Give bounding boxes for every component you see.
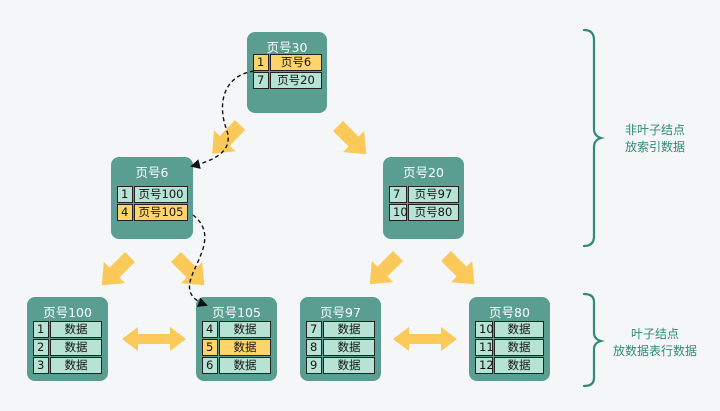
row-key: 11	[475, 339, 494, 356]
node-title: 页号105	[212, 305, 261, 320]
tree-arrow-page6-left	[101, 252, 135, 286]
row-key: 10	[389, 204, 408, 221]
row-value: 数据	[494, 339, 544, 356]
row-value: 页号97	[408, 186, 459, 203]
leaf-link-right	[393, 327, 457, 351]
row-key: 3	[33, 357, 49, 374]
row-value: 页号100	[134, 186, 188, 203]
row-value: 数据	[50, 321, 102, 338]
row-value: 数据	[219, 339, 271, 356]
node-title: 页号97	[320, 305, 361, 320]
row-key: 9	[306, 357, 322, 374]
tree-arrow-root-right	[333, 121, 367, 155]
node-title: 页号20	[403, 165, 444, 180]
label-leaf: 叶子结点 放数据表行数据	[600, 326, 710, 360]
row-value: 数据	[219, 357, 271, 374]
row-key: 1	[33, 321, 49, 338]
row-key: 4	[117, 204, 133, 221]
search-path-root	[190, 70, 255, 169]
tree-arrow-page6-right	[171, 252, 205, 286]
row-key: 7	[253, 72, 269, 89]
node-title: 页号6	[135, 165, 169, 180]
row-key: 1	[117, 186, 133, 203]
row-key: 7	[306, 321, 322, 338]
tree-arrow-page20-left	[369, 251, 403, 285]
row-value: 数据	[323, 321, 375, 338]
label-leaf-line2: 放数据表行数据	[612, 344, 697, 358]
row-value: 页号80	[408, 204, 459, 221]
row-key: 10	[475, 321, 494, 338]
label-non-leaf: 非叶子结点 放索引数据	[600, 122, 710, 156]
tree-arrow-root-left	[212, 120, 246, 154]
node-title: 页号100	[43, 305, 92, 320]
row-key: 2	[33, 339, 49, 356]
label-leaf-line1: 叶子结点	[630, 327, 679, 341]
row-value: 数据	[219, 321, 271, 338]
row-value: 数据	[494, 357, 544, 374]
row-value: 数据	[50, 339, 102, 356]
row-value: 页号20	[270, 72, 322, 89]
row-value: 页号6	[270, 54, 322, 71]
row-value: 页号105	[134, 204, 188, 221]
row-key: 12	[475, 357, 494, 374]
row-key: 5	[202, 339, 218, 356]
node-title: 页号30	[266, 40, 308, 55]
row-value: 数据	[323, 357, 375, 374]
node-title: 页号80	[489, 305, 530, 320]
tree-arrow-page20-right	[441, 251, 475, 285]
label-non-leaf-line2: 放索引数据	[624, 140, 685, 154]
brace-non-leaf	[582, 28, 605, 248]
row-key: 7	[389, 186, 407, 203]
row-key: 4	[202, 321, 218, 338]
row-value: 数据	[323, 339, 375, 356]
row-key: 8	[306, 339, 322, 356]
row-value: 数据	[50, 357, 102, 374]
row-key: 1	[253, 54, 269, 71]
row-value: 数据	[494, 321, 544, 338]
leaf-link-left	[122, 327, 186, 351]
label-non-leaf-line1: 非叶子结点	[624, 123, 685, 137]
row-key: 6	[202, 357, 218, 374]
brace-leaf	[582, 292, 605, 388]
